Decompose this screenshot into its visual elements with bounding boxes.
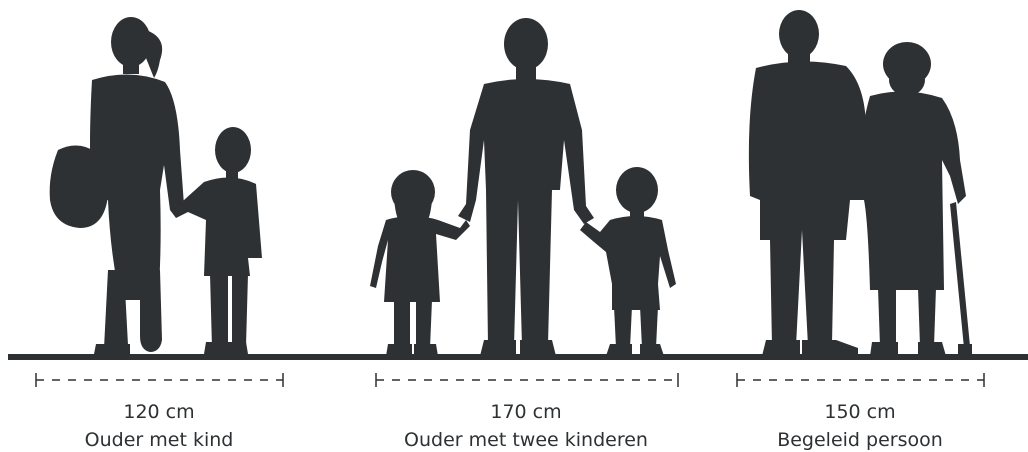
dimension-line-1 (36, 373, 283, 387)
figure-man (458, 18, 594, 356)
figure-elderly-man (749, 10, 868, 356)
width-label-1: 120 cm (123, 401, 194, 423)
dimension-line-2 (376, 373, 678, 387)
figure-elderly-woman (858, 42, 966, 356)
caption-2: Ouder met twee kinderen (404, 429, 648, 451)
figure-child-1 (170, 127, 262, 354)
caption-3: Begeleid persoon (777, 429, 943, 451)
width-label-3: 150 cm (824, 401, 895, 423)
figure-woman-with-bag (50, 17, 184, 354)
figure-girl (370, 170, 470, 356)
width-label-2: 170 cm (490, 401, 561, 423)
caption-1: Ouder met kind (85, 429, 234, 451)
walking-cane (950, 202, 972, 354)
dimension-line-3 (737, 373, 984, 387)
figure-boy (580, 167, 676, 356)
